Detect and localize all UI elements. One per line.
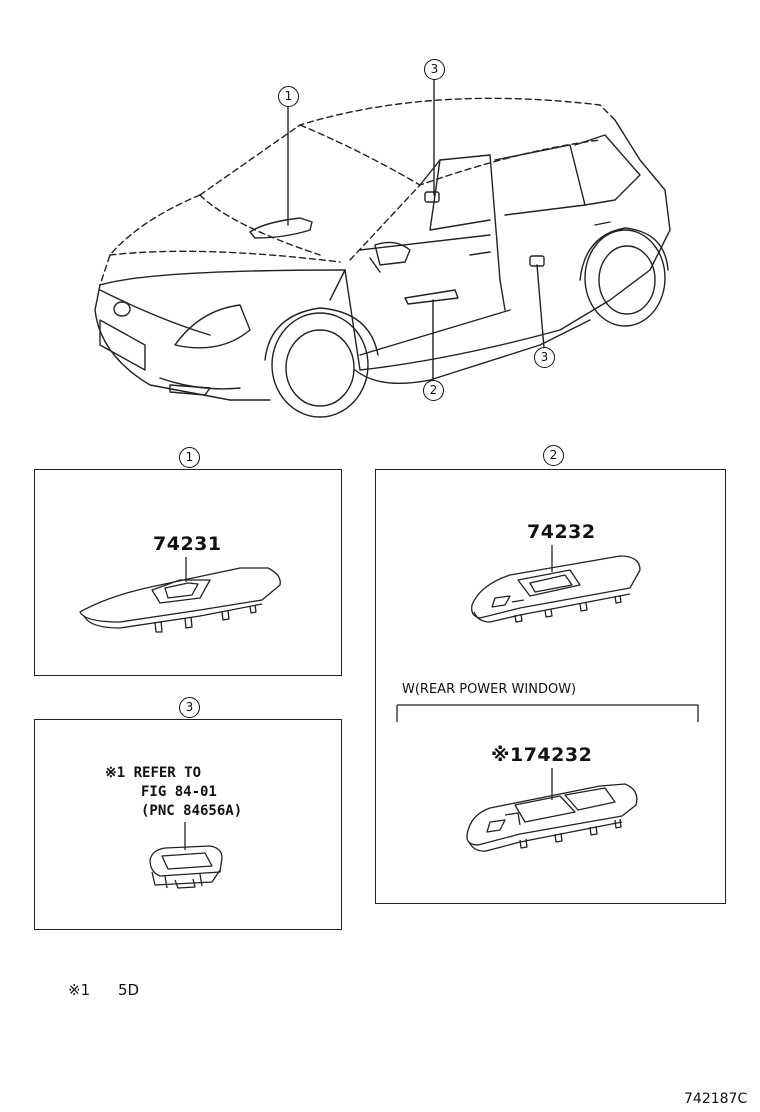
callout-2-vehicle[interactable]: 2 xyxy=(423,380,444,401)
footnote-mark: ※1 xyxy=(68,981,91,999)
refer-note-line2: FIG 84-01 xyxy=(141,784,217,800)
part-number-74232[interactable]: 74232 xyxy=(527,521,596,543)
figure-code: 742187C xyxy=(684,1091,748,1107)
callout-3-vehicle-front[interactable]: 3 xyxy=(424,59,445,80)
footnote-text: 5D xyxy=(118,981,140,999)
callout-3-vehicle-rear[interactable]: 3 xyxy=(534,347,555,368)
refer-note-line3: (PNC 84656A) xyxy=(141,803,243,819)
panel-3-box xyxy=(34,719,342,930)
part-number-174232[interactable]: ※174232 xyxy=(491,744,593,766)
panel-1-callout: 1 xyxy=(179,447,200,468)
panel-2-box xyxy=(375,469,726,904)
refer-note-line1: ※1 REFER TO xyxy=(105,765,202,781)
panel-3-callout: 3 xyxy=(179,697,200,718)
variant-label-rear-power-window: W(REAR POWER WINDOW) xyxy=(402,682,577,697)
panel-2-callout: 2 xyxy=(543,445,564,466)
part-number-74231[interactable]: 74231 xyxy=(153,533,222,555)
callout-1-vehicle[interactable]: 1 xyxy=(278,86,299,107)
panel-1-box xyxy=(34,469,342,676)
